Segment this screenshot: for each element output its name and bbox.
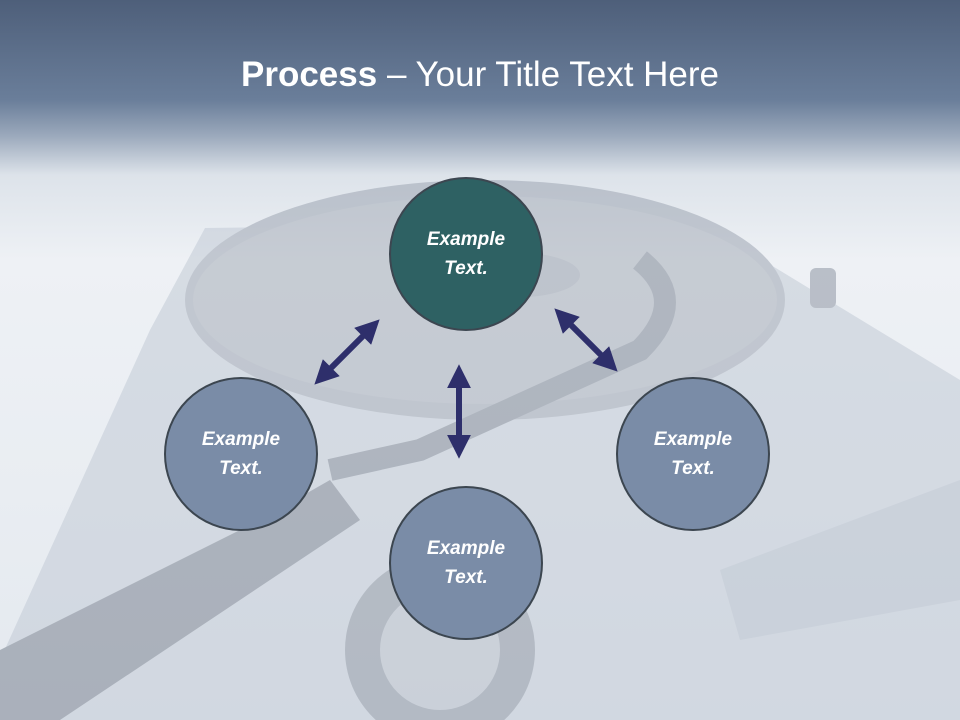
- title-rest: – Your Title Text Here: [377, 55, 719, 94]
- process-node-bottom[interactable]: Example Text.: [389, 486, 543, 640]
- process-node-top[interactable]: Example Text.: [389, 177, 543, 331]
- arrow-top-right: [554, 308, 618, 372]
- node-right-label: Example Text.: [653, 429, 733, 479]
- process-node-right[interactable]: Example Text.: [616, 377, 770, 531]
- process-node-left[interactable]: Example Text.: [164, 377, 318, 531]
- slide-title: Process – Your Title Text Here: [0, 52, 960, 98]
- node-left-label: Example Text.: [201, 429, 281, 479]
- arrow-top-left: [314, 319, 380, 385]
- node-top-label: Example Text.: [426, 229, 506, 279]
- title-bold: Process: [241, 55, 378, 94]
- node-bottom-label: Example Text.: [426, 538, 506, 588]
